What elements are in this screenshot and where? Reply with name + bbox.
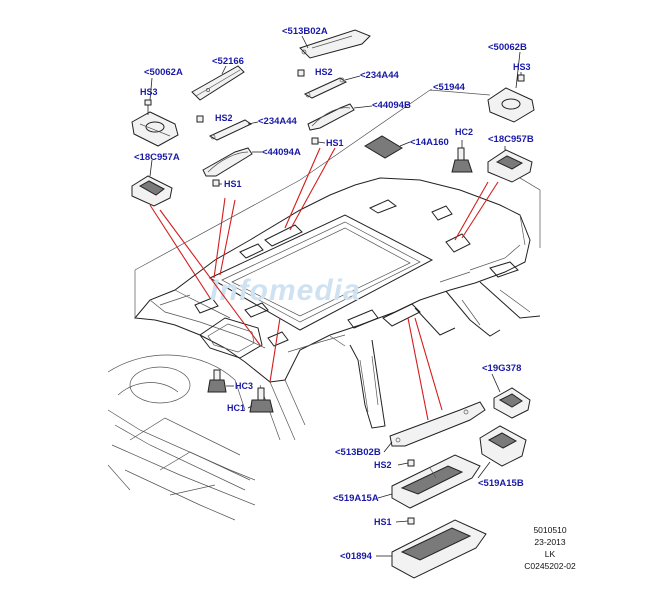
label-hs3-left: HS3: [140, 87, 158, 97]
lamp-519a15b: [479, 425, 527, 467]
screw-hs3-right: [517, 74, 525, 82]
label-hs2-top: HS2: [315, 67, 333, 77]
label-hc3: HC3: [235, 381, 253, 391]
label-513b02b: <513B02B: [335, 447, 381, 458]
clip-hc2: [451, 147, 473, 173]
stamp-line-2: 23-2013: [534, 537, 565, 547]
label-14a160: <14A160: [410, 137, 449, 148]
pad-14a160: [364, 135, 403, 159]
screw-hs2-bottom: [407, 459, 415, 467]
highlight-leader-lines: [149, 147, 499, 421]
screw-hs2-left: [196, 115, 204, 123]
diagram-stamp: 5010510 23-2013 LK C0245202-02: [524, 525, 576, 571]
lamp-19g378: [493, 387, 531, 419]
label-234a44-top: <234A44: [360, 70, 400, 81]
lens-18c957a: [131, 175, 173, 207]
bracket-52166: [191, 65, 245, 101]
watermark-text: Infomedia: [210, 274, 361, 307]
label-hs1-top: HS1: [326, 138, 344, 148]
grab-handle-44094a: [202, 147, 253, 177]
label-519a15a: <519A15A: [333, 493, 379, 504]
part-labels: <513B02A <52166 <50062A HS3 HS2 <234A44 …: [134, 26, 534, 562]
label-hs2-left: HS2: [215, 113, 233, 123]
console-01894: [391, 519, 487, 579]
label-hc1: HC1: [227, 403, 245, 413]
label-01894: <01894: [340, 551, 373, 562]
lamp-base-50062b: [487, 87, 535, 123]
clip-234a44-middle: [208, 119, 253, 141]
label-hc2: HC2: [455, 127, 473, 137]
screw-hs3-left: [144, 99, 152, 115]
roof-outline-box: [134, 89, 541, 318]
label-50062a: <50062A: [144, 67, 183, 78]
label-18c957b: <18C957B: [488, 134, 534, 145]
grab-handle-44094b: [307, 103, 355, 131]
stamp-line-4: C0245202-02: [524, 561, 576, 571]
label-234a44-mid: <234A44: [258, 116, 298, 127]
label-519a15b: <519A15B: [478, 478, 524, 489]
bracket-513b02a: [299, 29, 371, 59]
part-leader-lines: [149, 35, 522, 557]
label-hs3-right: HS3: [513, 62, 531, 72]
screw-hs1-bottom: [407, 517, 415, 525]
screw-hs2-top: [297, 69, 305, 77]
headliner-panel: [134, 177, 531, 383]
screw-hs1-top: [311, 137, 319, 145]
stamp-line-1: 5010510: [533, 525, 566, 535]
clip-hc3: [207, 369, 227, 393]
label-hs2-bottom: HS2: [374, 460, 392, 470]
lens-18c957b: [487, 149, 533, 183]
label-44094b: <44094B: [372, 100, 411, 111]
bracket-513b02b: [389, 401, 486, 447]
screw-hs1-left: [212, 179, 220, 187]
label-50062b: <50062B: [488, 42, 527, 53]
label-18c957a: <18C957A: [134, 152, 180, 163]
clip-234a44-upper: [303, 77, 348, 99]
stamp-line-3: LK: [545, 549, 556, 559]
clip-hc1: [249, 387, 274, 413]
console-519a15a: [391, 454, 481, 509]
label-hs1-left: HS1: [224, 179, 242, 189]
label-19g378: <19G378: [482, 363, 521, 374]
vehicle-interior-outline: [107, 281, 541, 521]
label-44094a: <44094A: [262, 147, 301, 158]
lamp-base-50062a: [131, 111, 179, 147]
label-52166: <52166: [212, 56, 244, 67]
label-513b02a: <513B02A: [282, 26, 328, 37]
label-hs1-bottom: HS1: [374, 517, 392, 527]
label-51944: <51944: [433, 82, 466, 93]
